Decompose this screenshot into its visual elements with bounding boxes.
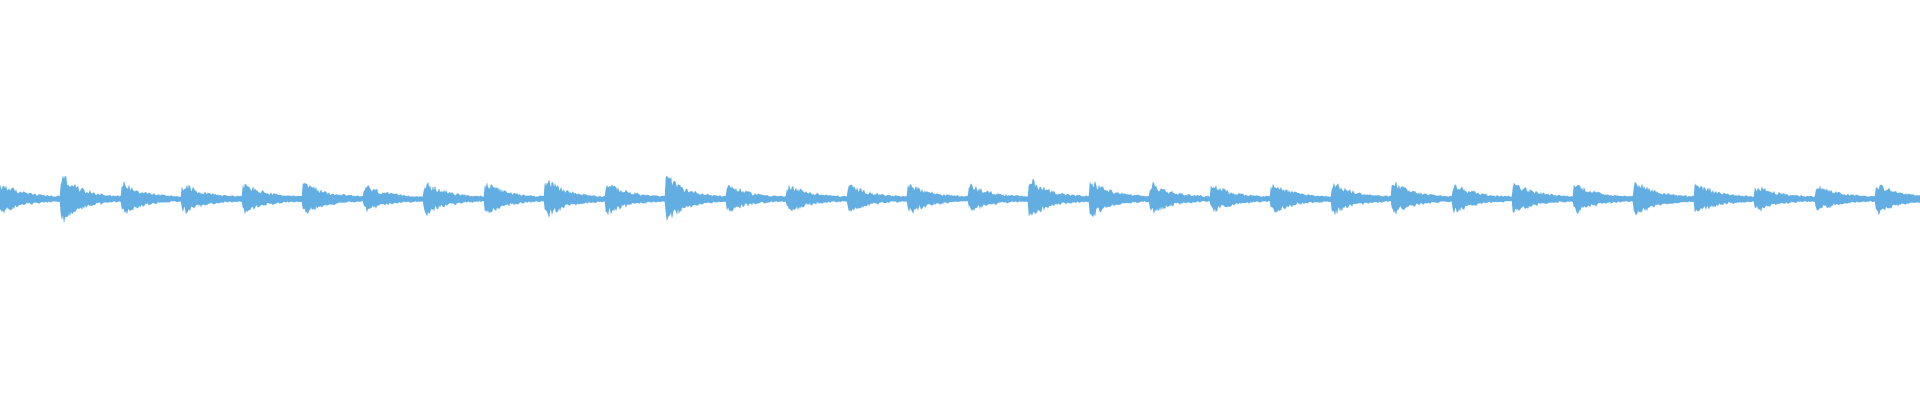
waveform-envelope (0, 175, 1920, 223)
